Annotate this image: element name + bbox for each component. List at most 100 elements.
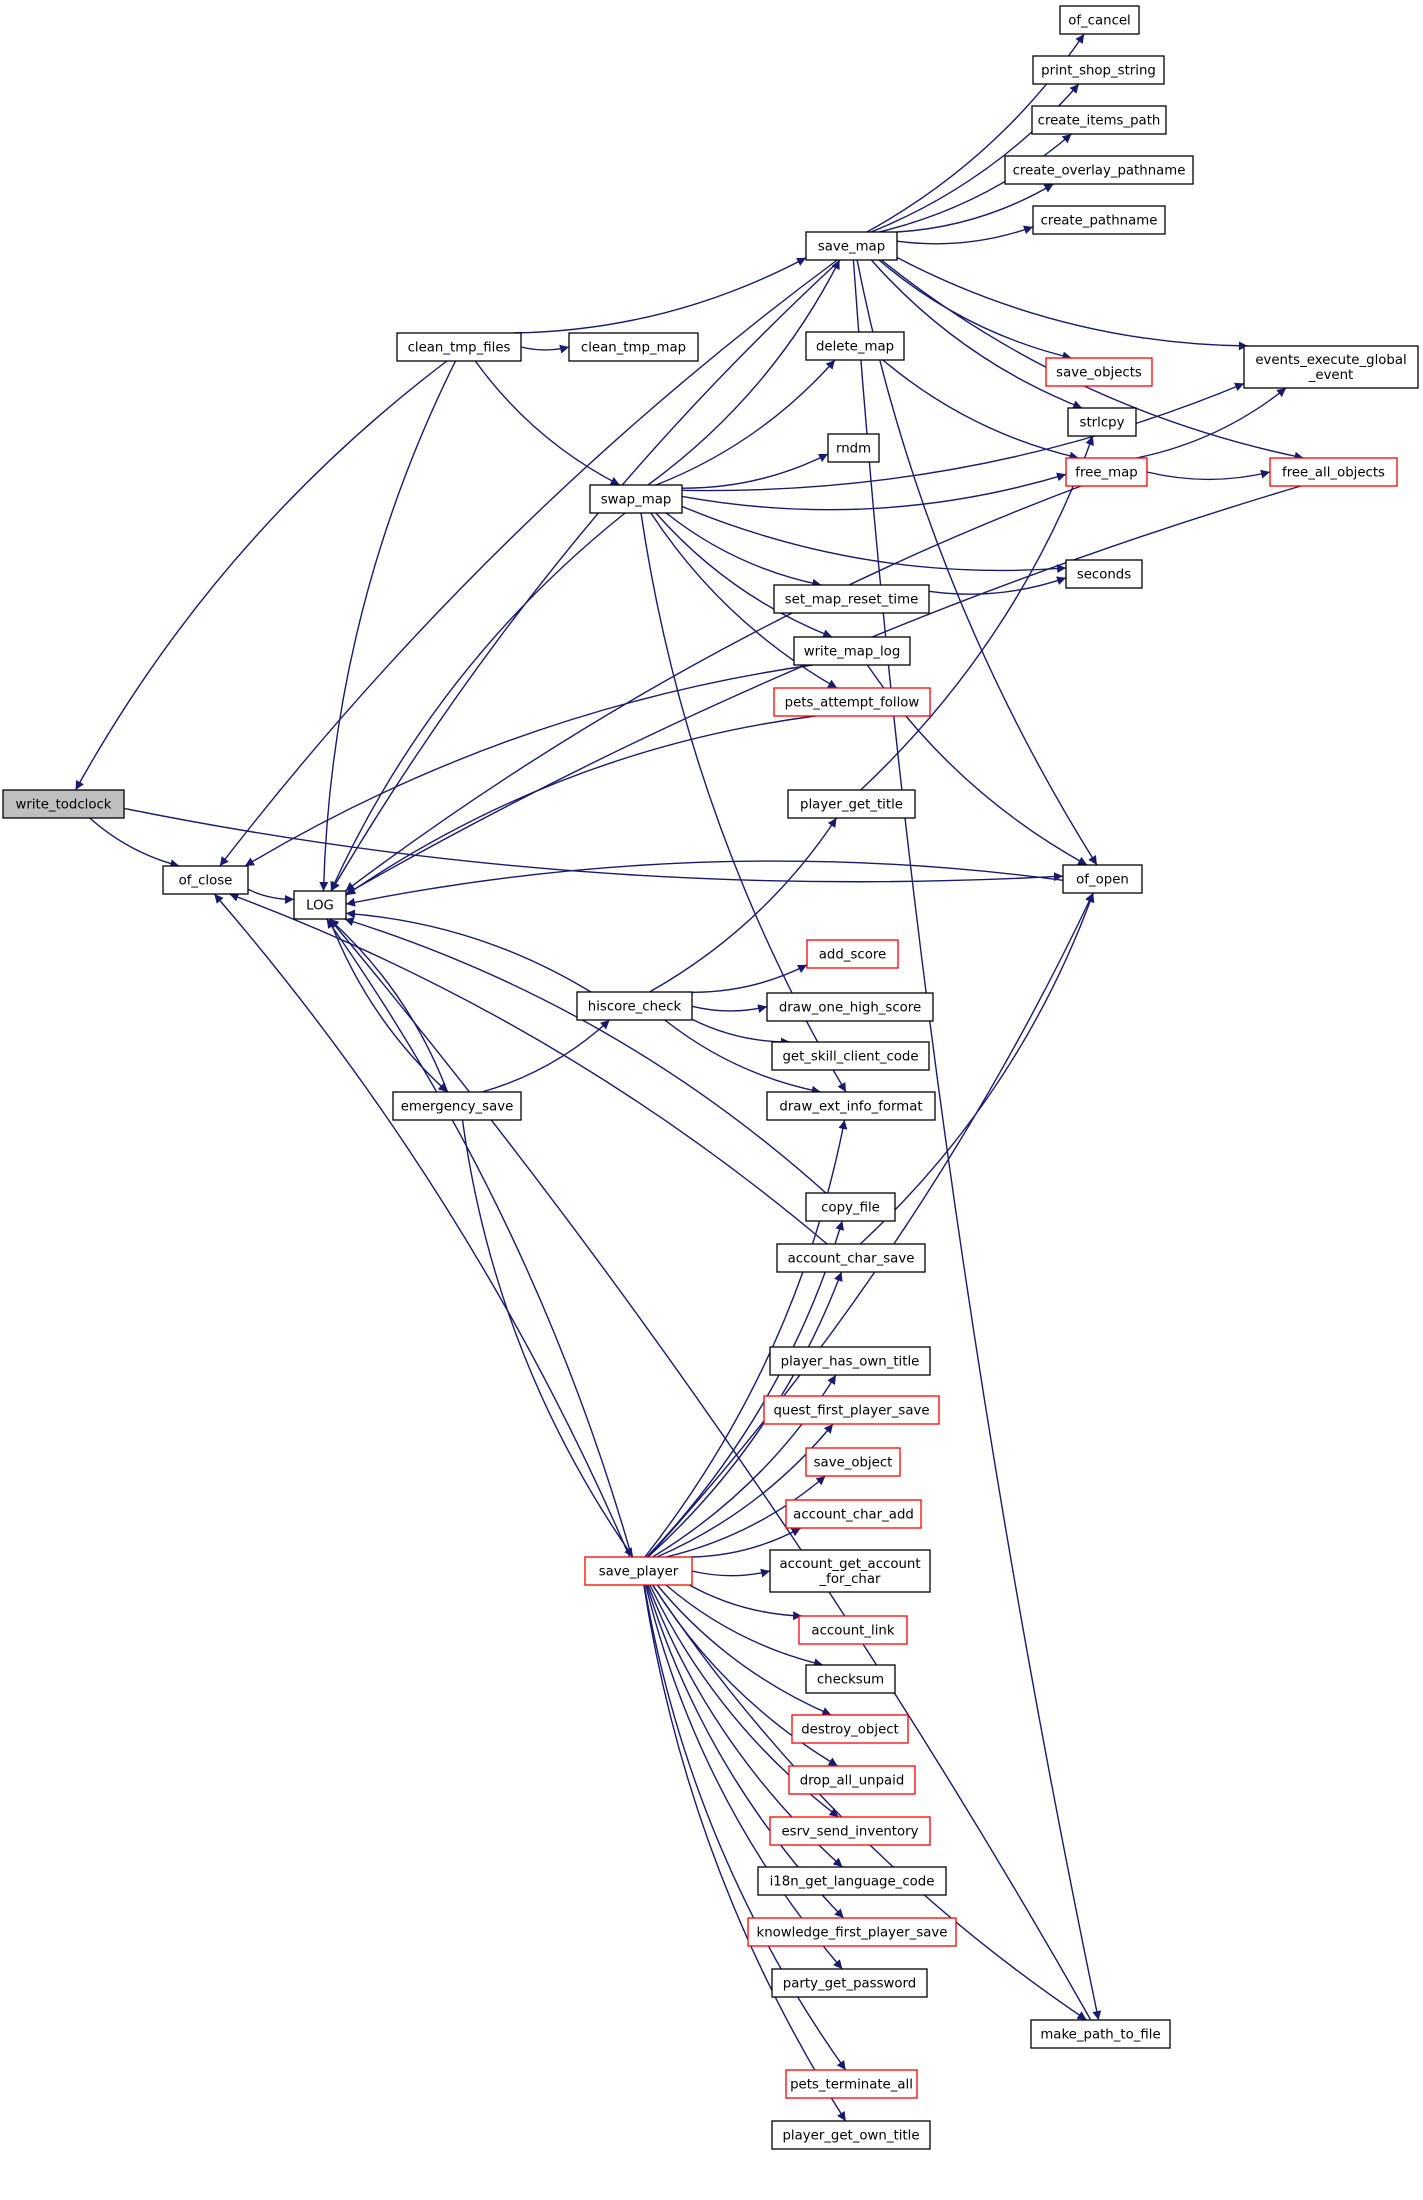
node-box-draw_one_high_score[interactable] (766, 992, 934, 1022)
node-add_score[interactable]: add_score (806, 939, 899, 969)
node-box-save_player[interactable] (584, 1556, 693, 1586)
node-box-knowledge_first_player_save[interactable] (747, 1917, 957, 1947)
node-hiscore_check[interactable]: hiscore_check (576, 991, 693, 1021)
node-free_map[interactable]: free_map (1065, 457, 1148, 487)
node-box-of_close[interactable] (162, 865, 249, 895)
node-destroy_object[interactable]: destroy_object (791, 1714, 909, 1744)
node-of_close[interactable]: of_close (162, 865, 249, 895)
node-checksum[interactable]: checksum (805, 1664, 896, 1694)
node-box-events_execute_global_event[interactable] (1243, 345, 1419, 389)
node-set_map_reset_time[interactable]: set_map_reset_time (773, 584, 930, 614)
node-seconds[interactable]: seconds (1065, 559, 1143, 589)
node-box-emergency_save[interactable] (392, 1091, 522, 1121)
node-box-copy_file[interactable] (805, 1192, 896, 1222)
node-box-destroy_object[interactable] (791, 1714, 909, 1744)
node-LOG[interactable]: LOG (293, 890, 347, 920)
node-save_objects[interactable]: save_objects (1045, 357, 1153, 387)
node-swap_map[interactable]: swap_map (589, 484, 683, 514)
node-draw_one_high_score[interactable]: draw_one_high_score (766, 992, 934, 1022)
node-box-party_get_password[interactable] (771, 1968, 928, 1998)
node-box-LOG[interactable] (293, 890, 347, 920)
node-player_get_title[interactable]: player_get_title (787, 789, 916, 819)
node-write_todclock[interactable]: write_todclock (2, 789, 125, 819)
node-of_open[interactable]: of_open (1062, 864, 1143, 894)
node-save_map[interactable]: save_map (805, 231, 898, 261)
node-delete_map[interactable]: delete_map (805, 331, 905, 361)
node-box-save_map[interactable] (805, 231, 898, 261)
node-box-account_get_account_for_char[interactable] (769, 1549, 931, 1593)
node-box-save_objects[interactable] (1045, 357, 1153, 387)
node-box-account_link[interactable] (798, 1615, 908, 1645)
node-knowledge_first_player_save[interactable]: knowledge_first_player_save (747, 1917, 957, 1947)
node-account_char_add[interactable]: account_char_add (785, 1499, 922, 1529)
node-box-create_items_path[interactable] (1031, 105, 1167, 135)
node-write_map_log[interactable]: write_map_log (793, 636, 911, 666)
node-box-rndm[interactable] (827, 433, 880, 463)
node-box-player_get_title[interactable] (787, 789, 916, 819)
node-copy_file[interactable]: copy_file (805, 1192, 896, 1222)
node-quest_first_player_save[interactable]: quest_first_player_save (763, 1395, 940, 1425)
node-drop_all_unpaid[interactable]: drop_all_unpaid (788, 1765, 916, 1795)
node-box-drop_all_unpaid[interactable] (788, 1765, 916, 1795)
node-box-pets_terminate_all[interactable] (785, 2069, 918, 2099)
node-get_skill_client_code[interactable]: get_skill_client_code (771, 1041, 930, 1071)
node-box-make_path_to_file[interactable] (1030, 2019, 1171, 2049)
node-box-create_overlay_pathname[interactable] (1004, 155, 1194, 185)
node-box-draw_ext_info_format[interactable] (766, 1091, 936, 1121)
node-esrv_send_inventory[interactable]: esrv_send_inventory (769, 1816, 931, 1846)
node-box-free_all_objects[interactable] (1269, 457, 1398, 487)
node-box-delete_map[interactable] (805, 331, 905, 361)
node-box-free_map[interactable] (1065, 457, 1148, 487)
node-box-checksum[interactable] (805, 1664, 896, 1694)
node-box-of_open[interactable] (1062, 864, 1143, 894)
node-clean_tmp_files[interactable]: clean_tmp_files (396, 332, 522, 362)
node-of_cancel[interactable]: of_cancel (1059, 5, 1140, 35)
node-rndm[interactable]: rndm (827, 433, 880, 463)
node-box-i18n_get_language_code[interactable] (757, 1866, 947, 1896)
node-free_all_objects[interactable]: free_all_objects (1269, 457, 1398, 487)
node-player_has_own_title[interactable]: player_has_own_title (769, 1346, 931, 1376)
node-box-quest_first_player_save[interactable] (763, 1395, 940, 1425)
node-box-seconds[interactable] (1065, 559, 1143, 589)
node-account_char_save[interactable]: account_char_save (776, 1243, 926, 1273)
node-box-swap_map[interactable] (589, 484, 683, 514)
node-box-write_todclock[interactable] (2, 789, 125, 819)
node-account_link[interactable]: account_link (798, 1615, 908, 1645)
node-box-of_cancel[interactable] (1059, 5, 1140, 35)
node-events_execute_global_event[interactable]: events_execute_global_event (1243, 345, 1419, 389)
node-strlcpy[interactable]: strlcpy (1067, 407, 1137, 437)
node-box-esrv_send_inventory[interactable] (769, 1816, 931, 1846)
node-account_get_account_for_char[interactable]: account_get_account_for_char (769, 1549, 931, 1593)
node-save_object[interactable]: save_object (805, 1447, 901, 1477)
node-print_shop_string[interactable]: print_shop_string (1032, 55, 1165, 85)
node-emergency_save[interactable]: emergency_save (392, 1091, 522, 1121)
node-pets_terminate_all[interactable]: pets_terminate_all (785, 2069, 918, 2099)
node-box-clean_tmp_files[interactable] (396, 332, 522, 362)
node-box-create_pathname[interactable] (1032, 205, 1166, 235)
node-box-account_char_add[interactable] (785, 1499, 922, 1529)
node-make_path_to_file[interactable]: make_path_to_file (1030, 2019, 1171, 2049)
node-box-hiscore_check[interactable] (576, 991, 693, 1021)
node-party_get_password[interactable]: party_get_password (771, 1968, 928, 1998)
node-create_items_path[interactable]: create_items_path (1031, 105, 1167, 135)
node-box-write_map_log[interactable] (793, 636, 911, 666)
node-draw_ext_info_format[interactable]: draw_ext_info_format (766, 1091, 936, 1121)
node-box-strlcpy[interactable] (1067, 407, 1137, 437)
node-box-add_score[interactable] (806, 939, 899, 969)
node-create_overlay_pathname[interactable]: create_overlay_pathname (1004, 155, 1194, 185)
node-player_get_own_title[interactable]: player_get_own_title (771, 2120, 931, 2150)
node-pets_attempt_follow[interactable]: pets_attempt_follow (773, 687, 931, 717)
node-create_pathname[interactable]: create_pathname (1032, 205, 1166, 235)
node-clean_tmp_map[interactable]: clean_tmp_map (568, 332, 699, 362)
node-box-player_get_own_title[interactable] (771, 2120, 931, 2150)
node-box-save_object[interactable] (805, 1447, 901, 1477)
node-box-pets_attempt_follow[interactable] (773, 687, 931, 717)
node-box-player_has_own_title[interactable] (769, 1346, 931, 1376)
node-box-clean_tmp_map[interactable] (568, 332, 699, 362)
node-box-print_shop_string[interactable] (1032, 55, 1165, 85)
node-box-set_map_reset_time[interactable] (773, 584, 930, 614)
node-box-get_skill_client_code[interactable] (771, 1041, 930, 1071)
node-i18n_get_language_code[interactable]: i18n_get_language_code (757, 1866, 947, 1896)
node-save_player[interactable]: save_player (584, 1556, 693, 1586)
node-box-account_char_save[interactable] (776, 1243, 926, 1273)
